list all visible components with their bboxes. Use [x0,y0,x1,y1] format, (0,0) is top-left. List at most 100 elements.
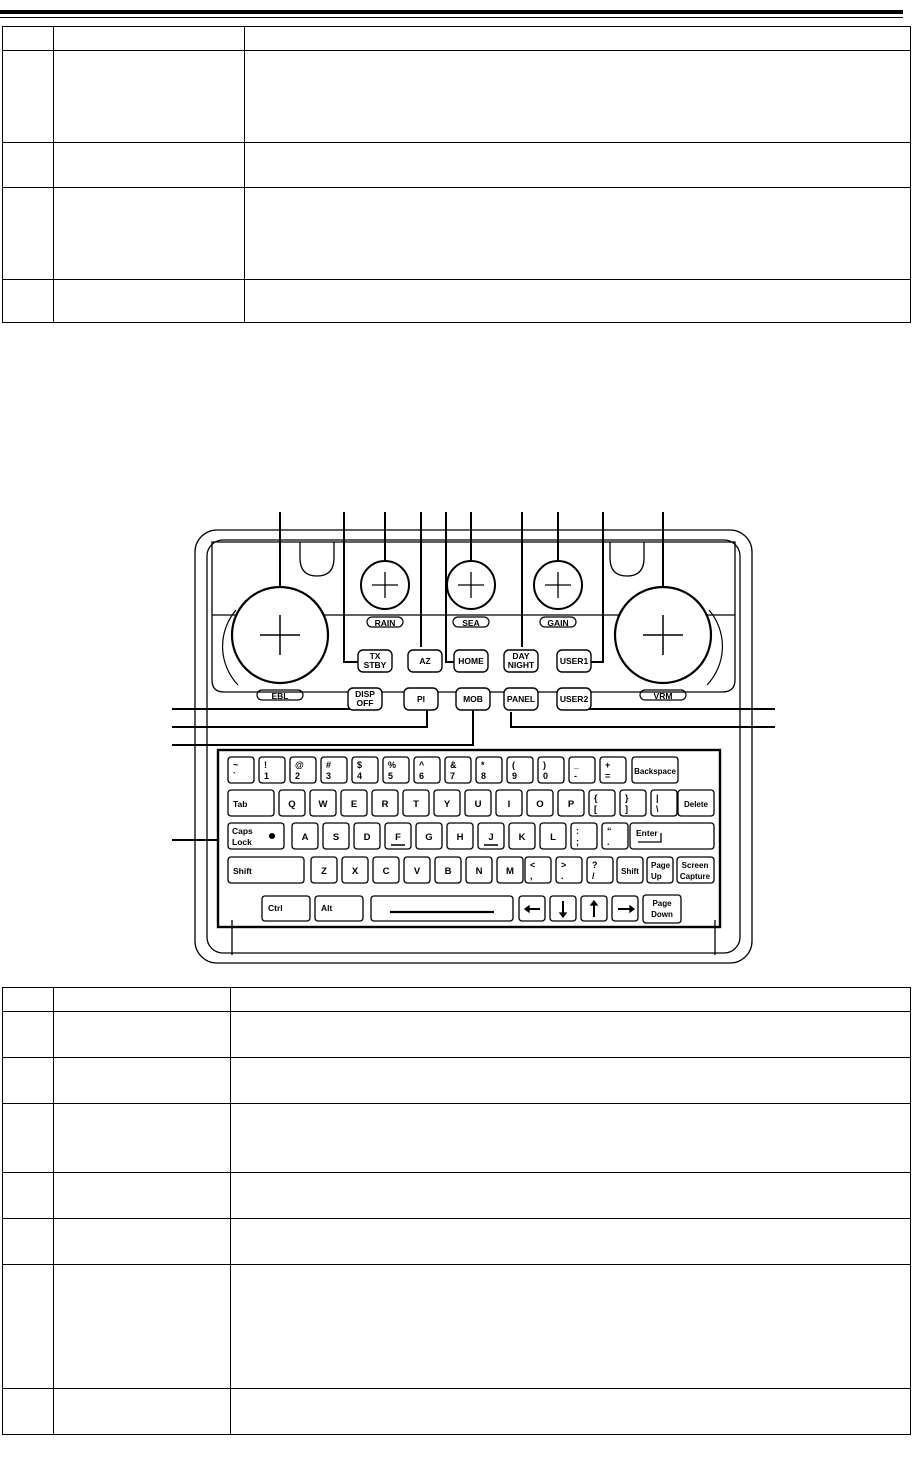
key-sym4-2[interactable]: ?/ [586,856,614,884]
knob-gain[interactable] [533,560,583,610]
key-x[interactable]: X [341,856,369,884]
user2-key[interactable]: USER2 [556,687,592,711]
mob-key[interactable]: MOB [455,687,491,711]
key-l[interactable]: L [539,822,567,850]
enter-key[interactable]: Enter [629,822,715,850]
key-0[interactable]: )0 [537,756,565,784]
key-h[interactable]: H [446,822,474,850]
key-v[interactable]: V [403,856,431,884]
key-label: ; [576,837,579,847]
key-t[interactable]: T [402,789,430,817]
key-sym3-0[interactable]: :; [570,822,598,850]
key-label: % [388,760,396,770]
table-row [2,1264,911,1389]
backspace-key[interactable]: Backspace [631,756,679,784]
key-2[interactable]: @2 [289,756,317,784]
key-label: 6 [419,771,424,781]
arrow-right-key[interactable] [611,895,639,922]
key-sym4-0[interactable]: <, [524,856,552,884]
disp-off-label: DISP [355,689,375,699]
knob-ebl[interactable] [221,585,330,686]
key-f[interactable]: F [384,822,412,850]
knob-sea[interactable] [446,560,496,610]
shift-right-key[interactable]: Shift [616,856,644,884]
key-e[interactable]: E [340,789,368,817]
key-w[interactable]: W [309,789,337,817]
key--[interactable]: _- [568,756,596,784]
day-night-label: NIGHT [508,660,535,670]
key-i[interactable]: I [495,789,523,817]
key-=[interactable]: += [599,756,627,784]
tab-key[interactable]: Tab [227,789,275,817]
knob-vrm[interactable] [613,585,724,686]
key-o[interactable]: O [526,789,554,817]
key-g[interactable]: G [415,822,443,850]
key-5[interactable]: %5 [382,756,410,784]
key-3[interactable]: #3 [320,756,348,784]
key-label: W [319,799,328,810]
arrow-up-key[interactable] [580,895,608,922]
delete-key[interactable]: Delete [677,789,715,817]
key-6[interactable]: ^6 [413,756,441,784]
panel-key[interactable]: PANEL [503,687,539,711]
key-label: A [302,832,309,843]
key-label: G [425,832,432,843]
key-r[interactable]: R [371,789,399,817]
key-label: I [508,799,511,810]
space-key[interactable] [370,895,514,922]
user1-key[interactable]: USER1 [556,649,592,673]
key-s[interactable]: S [322,822,350,850]
key-m[interactable]: M [496,856,524,884]
ctrl-label: Ctrl [268,903,283,913]
arrow-left-key[interactable] [518,895,546,922]
shift-left-key[interactable]: Shift [227,856,305,884]
arrow-down-key[interactable] [549,895,577,922]
key-y[interactable]: Y [433,789,461,817]
key-n[interactable]: N [465,856,493,884]
key-8[interactable]: *8 [475,756,503,784]
user2-label: USER2 [560,694,589,704]
page-up-label: Up [651,872,662,881]
key-9[interactable]: (9 [506,756,534,784]
key-z[interactable]: Z [310,856,338,884]
key-1[interactable]: !1 [258,756,286,784]
header-rule-thin [0,17,903,18]
key-d[interactable]: D [353,822,381,850]
key-label: - [574,771,577,781]
key-7[interactable]: &7 [444,756,472,784]
tx-stby-label: STBY [364,660,387,670]
key-label: * [481,760,485,770]
home-key[interactable]: HOME [453,649,489,673]
pi-key[interactable]: PI [403,687,439,711]
backspace-label: Backspace [634,767,676,776]
key-a[interactable]: A [291,822,319,850]
alt-key[interactable]: Alt [314,895,364,922]
ctrl-key[interactable]: Ctrl [261,895,311,922]
key-k[interactable]: K [508,822,536,850]
key-u[interactable]: U [464,789,492,817]
key-p[interactable]: P [557,789,585,817]
key-c[interactable]: C [372,856,400,884]
key-4[interactable]: $4 [351,756,379,784]
key-j[interactable]: J [477,822,505,850]
key-sym-2[interactable]: |\ [650,789,678,817]
key-sym4-1[interactable]: >. [555,856,583,884]
keyboard-frame [216,748,722,929]
knob-rain[interactable] [360,560,410,610]
az-key[interactable]: AZ [407,649,443,673]
key-label: [ [594,804,597,814]
key-q[interactable]: Q [278,789,306,817]
label-rain: RAIN [375,618,396,628]
key-sym-1[interactable]: }] [619,789,647,817]
key-sym3-1[interactable]: “. [601,822,629,850]
key-`[interactable]: ~` [227,756,255,784]
key-sym-0[interactable]: {[ [588,789,616,817]
key-b[interactable]: B [434,856,462,884]
